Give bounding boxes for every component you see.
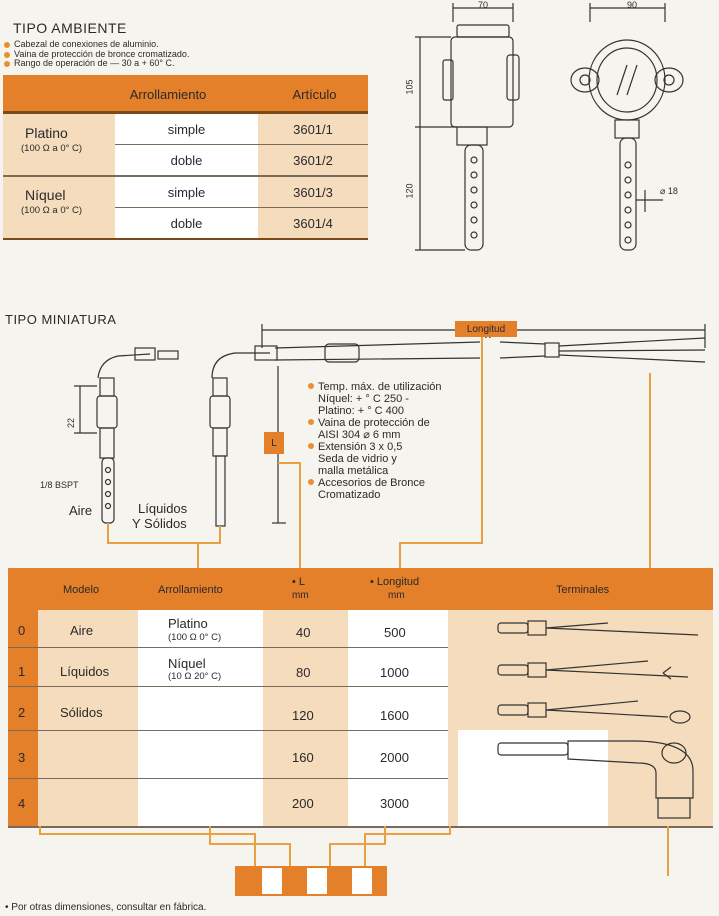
group-spec: (100 Ω a 0° C) (21, 143, 83, 154)
ambiente-drawing (415, 3, 684, 251)
row-arr: Platino (168, 616, 208, 631)
dim-120: 120 (404, 183, 415, 199)
group-name: Platino (25, 125, 68, 141)
dim-105: 105 (404, 79, 415, 95)
row-arr: Níquel (168, 656, 206, 671)
group-spec: (100 Ω a 0° C) (21, 205, 83, 216)
header-articulo: Artículo (292, 86, 337, 102)
row-modelo: Líquidos (60, 664, 110, 679)
row-l: 120 (292, 708, 314, 723)
row-arr-spec: (100 Ω 0° C) (168, 632, 222, 643)
row-l: 160 (292, 750, 314, 765)
row-code: 3601/4 (258, 208, 368, 238)
row-type: doble (115, 208, 258, 238)
feature-item: Extensión 3 x 0,5 (308, 441, 488, 453)
row-longitud: 2000 (380, 750, 409, 765)
feature-item: Temp. máx. de utilización (308, 381, 488, 393)
header-longitud: • Longitud (370, 576, 420, 588)
footnote: • Por otras dimensiones, consultar en fá… (5, 902, 207, 913)
group-platino (3, 114, 115, 175)
terminal-row (497, 620, 699, 636)
miniatura-features: Temp. máx. de utilización Níquel: + ° C … (308, 381, 488, 501)
header-arrollamiento: Arrollamiento (129, 86, 207, 102)
row-code: 3601/2 (258, 145, 368, 175)
row-longitud: 1600 (380, 708, 409, 723)
feature-item: Cromatizado (318, 489, 381, 501)
dim-90: 90 (627, 0, 638, 10)
row-num: 2 (18, 705, 26, 720)
row-type: simple (115, 177, 258, 207)
solidos-label: Y Sólidos (132, 516, 187, 531)
miniatura-table: Modelo Arrollamiento • L mm • Longitud m… (8, 568, 713, 828)
terminales-drawing (497, 620, 699, 819)
bspt-label: 1/8 BSPT (40, 480, 79, 490)
header-longitud-unit: mm (388, 590, 405, 601)
row-num: 4 (18, 796, 26, 811)
longitud-label: Longitud (455, 321, 517, 337)
row-num: 0 (18, 623, 26, 638)
header-arrollamiento: Arrollamiento (158, 584, 223, 596)
row-l: 40 (296, 625, 311, 640)
terminal-row (497, 700, 691, 724)
bullet-item: Cabezal de conexiones de aluminio. (4, 39, 244, 50)
feature-item: Seda de vidrio y (318, 453, 397, 465)
group-name: Níquel (25, 187, 66, 203)
row-code: 3601/1 (258, 114, 368, 144)
header-l: • L (292, 576, 306, 588)
header-modelo: Modelo (63, 584, 100, 596)
row-longitud: 1000 (380, 665, 409, 680)
feature-item: Platino: + ° C 400 (318, 405, 405, 417)
feature-item: malla metálica (318, 465, 389, 477)
table-header (3, 75, 368, 111)
aire-label: Aire (69, 503, 93, 518)
row-modelo: Sólidos (60, 705, 103, 720)
row-code: 3601/3 (258, 177, 368, 207)
bullet-item: Rango de operación de — 30 a + 60° C. (4, 58, 244, 69)
miniatura-title: TIPO MINIATURA (5, 312, 117, 327)
l-label: L (264, 432, 284, 454)
connector-lines (39, 826, 669, 876)
row-longitud: 3000 (380, 796, 409, 811)
row-type: simple (115, 114, 258, 144)
row-type: doble (115, 145, 258, 175)
row-l: 200 (292, 796, 314, 811)
ambiente-bullets: Cabezal de conexiones de aluminio. Vaina… (4, 39, 244, 69)
dim-22: 22 (66, 417, 77, 429)
row-arr-spec: (10 Ω 20° C) (168, 671, 222, 682)
ambiente-table: Arrollamiento Artículo Platino (100 Ω a … (3, 75, 368, 240)
connector-bar (235, 866, 387, 896)
row-longitud: 500 (384, 625, 406, 640)
dim-70: 70 (478, 0, 489, 10)
feature-item: AISI 304 ⌀ 6 mm (318, 429, 401, 441)
header-terminales: Terminales (556, 584, 610, 596)
miniatura-drawing (74, 322, 706, 568)
group-niquel (3, 177, 115, 238)
liquidos-label: Líquidos (138, 501, 188, 516)
dim-dia: ⌀ 18 (660, 186, 678, 196)
terminal-row (497, 740, 694, 819)
row-num: 1 (18, 664, 26, 679)
header-l-unit: mm (292, 590, 309, 601)
bullet-item: Vaina de protección de bronce cromatizad… (4, 49, 244, 60)
row-num: 3 (18, 750, 26, 765)
row-l: 80 (296, 665, 311, 680)
table-header (8, 568, 713, 610)
feature-item: Vaina de protección de (308, 417, 488, 429)
feature-item: Accesorios de Bronce (308, 477, 488, 489)
terminal-row (497, 660, 689, 680)
row-modelo: Aire (70, 623, 94, 638)
feature-item: Níquel: + ° C 250 - (318, 393, 409, 405)
ambiente-title: TIPO AMBIENTE (13, 20, 127, 36)
